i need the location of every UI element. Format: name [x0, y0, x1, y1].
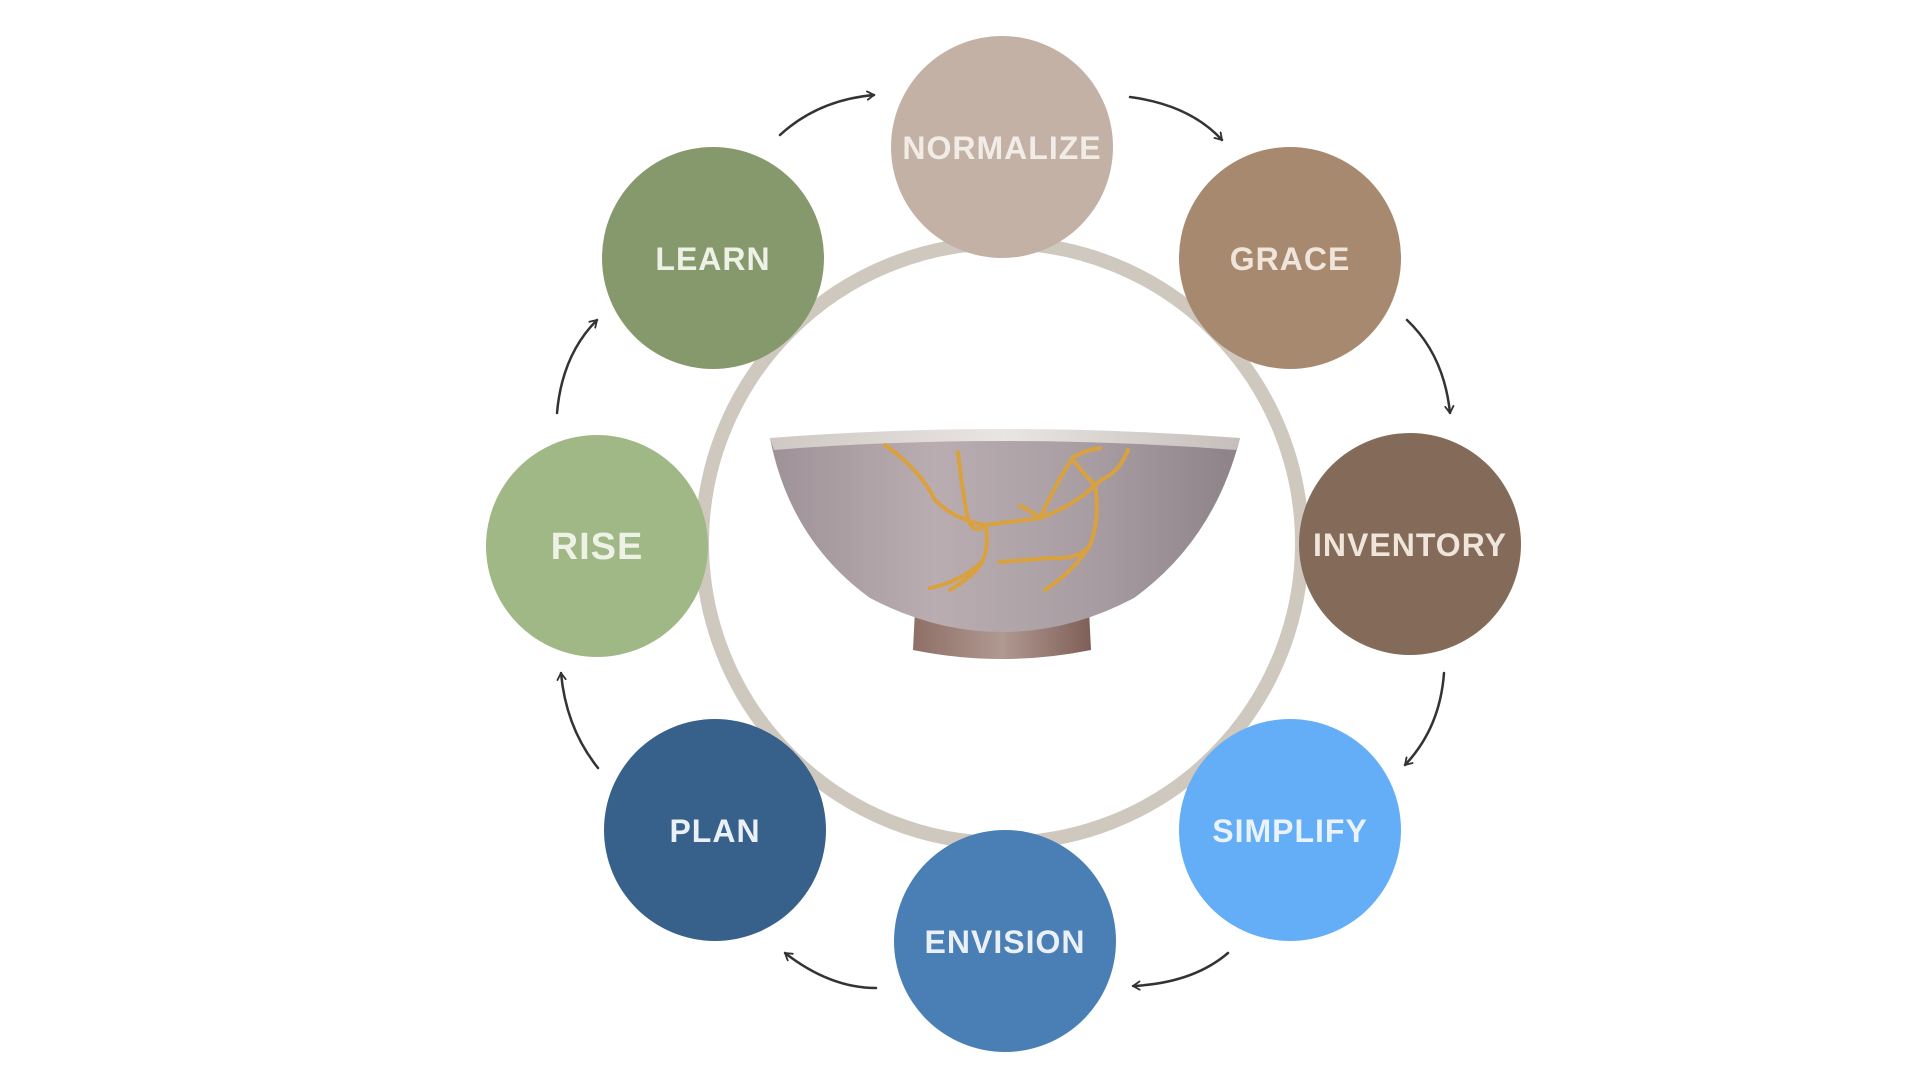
step-circle: [602, 147, 824, 369]
step-rise: RISE: [486, 435, 708, 657]
step-label: PLAN: [669, 813, 760, 849]
step-circle: [486, 435, 708, 657]
step-circle: [894, 830, 1116, 1052]
step-simplify: SIMPLIFY: [1179, 719, 1401, 941]
arrow-learn-to-normalize: [778, 95, 876, 137]
step-label: LEARN: [655, 241, 770, 277]
arrow-inventory-to-simplify: [1403, 671, 1446, 767]
step-label: RISE: [551, 526, 644, 568]
step-circle: [1179, 719, 1401, 941]
arrow-envision-to-plan: [783, 951, 878, 990]
step-envision: ENVISION: [894, 830, 1116, 1052]
step-plan: PLAN: [604, 719, 826, 941]
step-circle: [604, 719, 826, 941]
step-label: NORMALIZE: [902, 130, 1101, 166]
arrow-rise-to-learn: [555, 318, 599, 415]
cycle-arrows: [555, 95, 1450, 990]
step-label: INVENTORY: [1313, 527, 1507, 563]
step-learn: LEARN: [602, 147, 824, 369]
step-grace: GRACE: [1179, 147, 1401, 369]
step-label: SIMPLIFY: [1212, 813, 1368, 849]
step-circle: [891, 36, 1113, 258]
step-circle: [1299, 433, 1521, 655]
step-label: ENVISION: [925, 924, 1086, 960]
arrow-simplify-to-envision: [1131, 951, 1230, 986]
arrow-normalize-to-grace: [1128, 95, 1224, 142]
step-normalize: NORMALIZE: [891, 36, 1113, 258]
step-inventory: INVENTORY: [1299, 433, 1521, 655]
kintsugi-bowl-image: [770, 429, 1240, 659]
step-circle: [1179, 147, 1401, 369]
step-label: GRACE: [1230, 241, 1351, 277]
arrow-grace-to-inventory: [1405, 318, 1450, 415]
arrow-plan-to-rise: [561, 671, 600, 770]
